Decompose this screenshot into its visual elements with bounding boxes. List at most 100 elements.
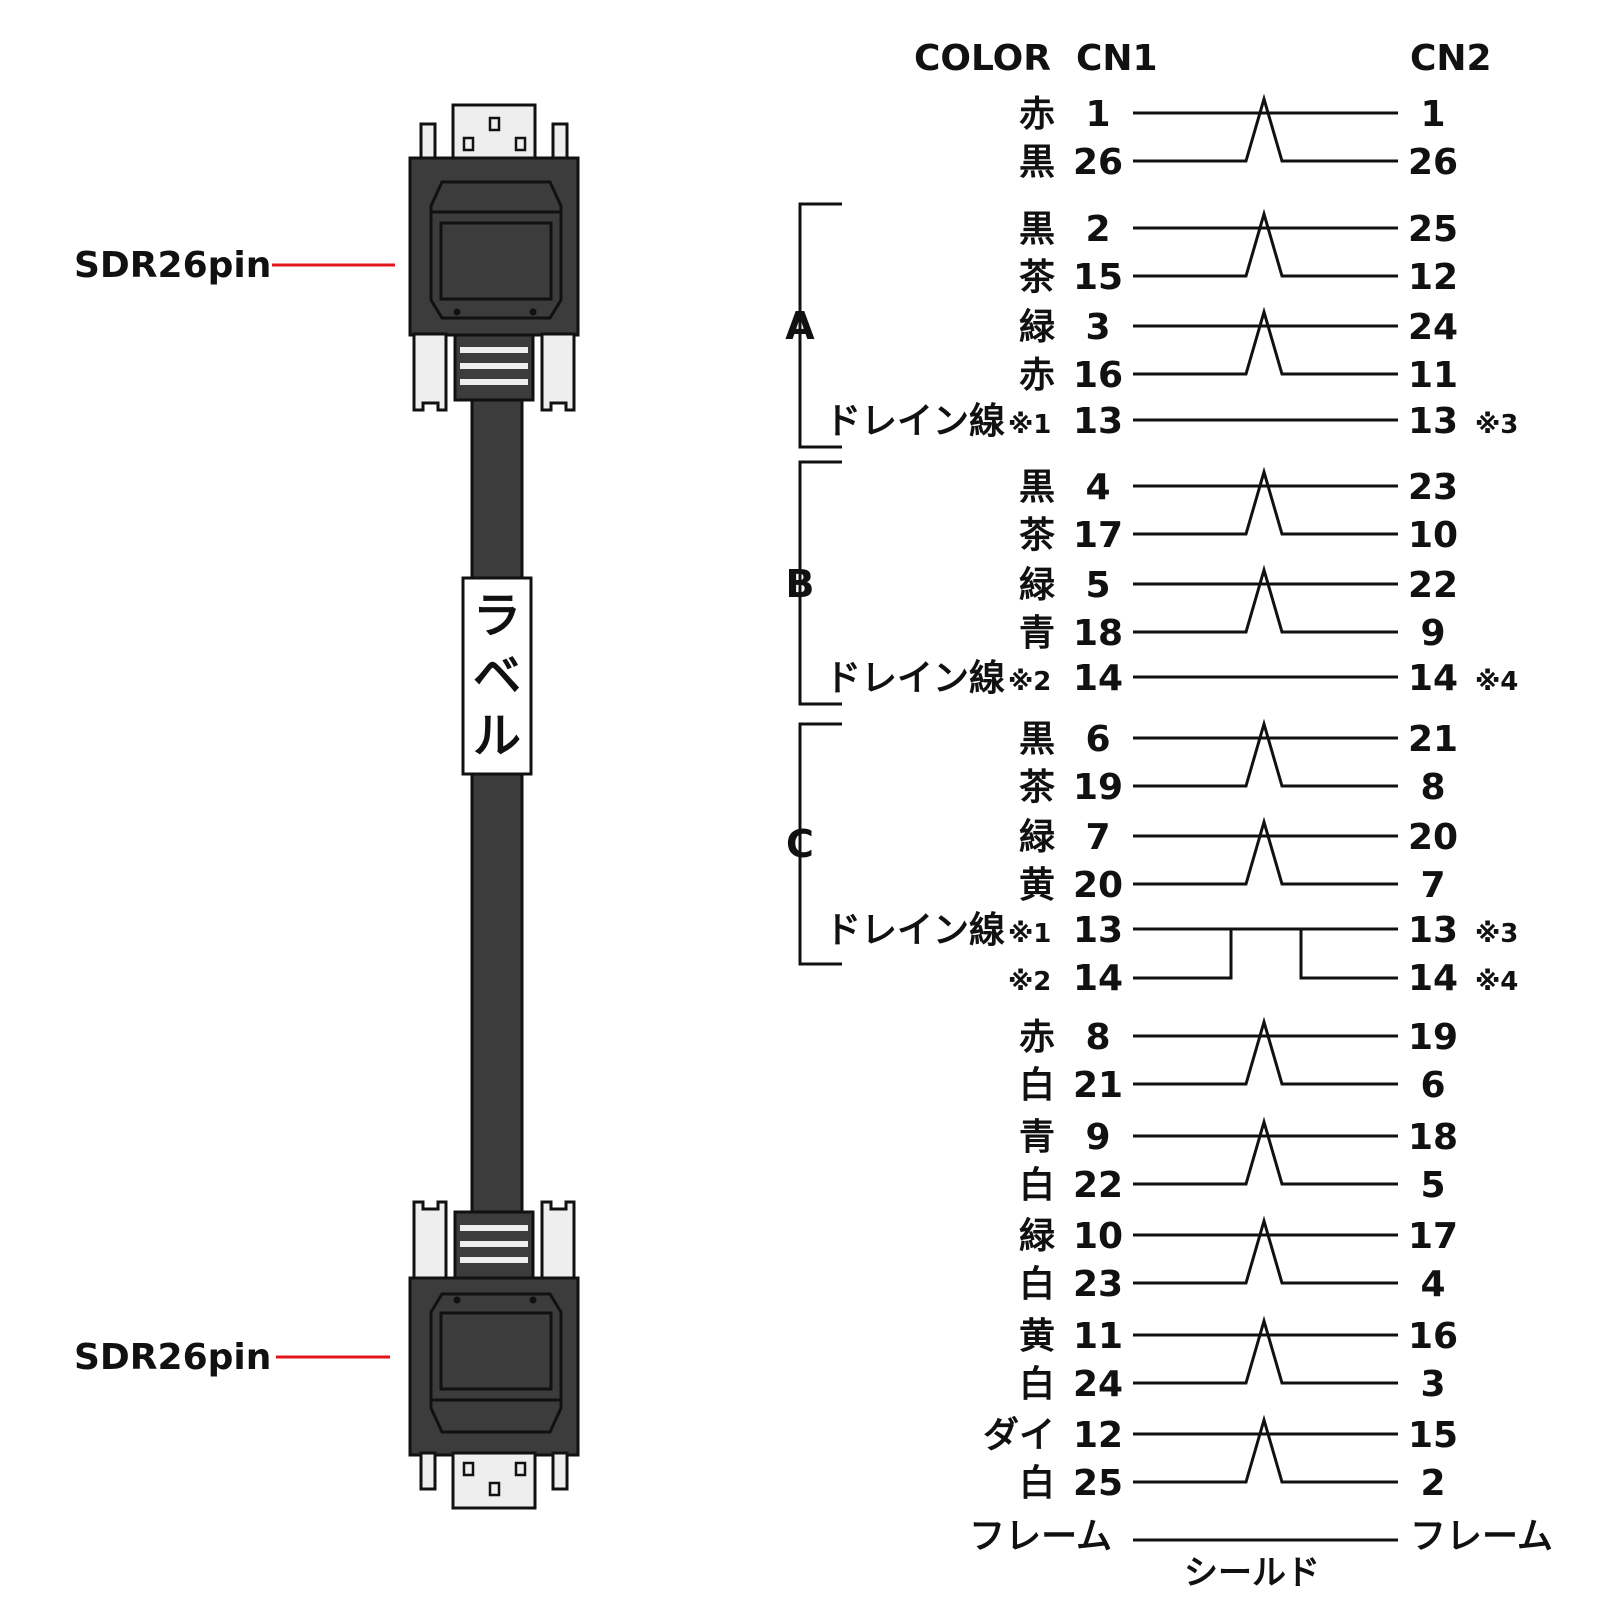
shield-label: シールド	[1184, 1553, 1320, 1593]
drain-cn2: 13	[1408, 910, 1458, 951]
cn2-pin: 21	[1408, 719, 1458, 760]
cn2-pin: 17	[1408, 1216, 1458, 1257]
wire-color: 白	[1019, 1364, 1055, 1405]
drain-note: ※4	[1475, 967, 1518, 997]
cn1-pin: 3	[1085, 307, 1110, 348]
cn1-pin: 10	[1073, 1216, 1123, 1257]
cn2-pin: 11	[1408, 355, 1458, 396]
cn1-pin: 11	[1073, 1316, 1123, 1357]
cn1-pin: 15	[1073, 257, 1123, 298]
drain-cn2: 13	[1408, 401, 1458, 442]
cn1-pin: 6	[1085, 719, 1110, 760]
wire-color: 白	[1019, 1264, 1055, 1305]
wire-color: 赤	[1019, 355, 1055, 396]
cn1-pin: 9	[1085, 1117, 1110, 1158]
twist-line	[1133, 93, 1398, 163]
group-label-b: B	[786, 562, 815, 606]
drain-note: ※4	[1475, 667, 1518, 697]
drain-cn1: 14	[1073, 658, 1123, 699]
drain-note: ※1	[1008, 919, 1051, 949]
drain-wire-crossed: ドレイン線 ※1 13 13 ※3 ※2 14 14 ※4	[825, 910, 1518, 999]
cn1-pin: 25	[1073, 1463, 1123, 1504]
cn1-pin: 8	[1085, 1017, 1110, 1058]
drain-color: ドレイン線	[825, 658, 1005, 699]
cn2-pin: 15	[1408, 1415, 1458, 1456]
twist-line	[1133, 1315, 1398, 1385]
cn2-pin: 5	[1420, 1165, 1445, 1206]
cn1-pin: 23	[1073, 1264, 1123, 1305]
wire-color: 緑	[1019, 565, 1056, 606]
cn2-pin: 10	[1408, 515, 1458, 556]
wire-color: ダイ	[983, 1415, 1055, 1456]
twist-line	[1133, 1414, 1398, 1484]
twist-line	[1133, 718, 1398, 788]
group-bracket-c	[798, 722, 842, 966]
drain-color: ドレイン線	[825, 910, 1005, 951]
header-cn1: CN1	[1076, 38, 1158, 79]
frame-cn2: フレーム	[1410, 1516, 1553, 1557]
drain-cn2: 14	[1408, 658, 1458, 699]
wire-color: 赤	[1019, 94, 1055, 135]
wire-color: 茶	[1019, 257, 1056, 298]
wire-color: 白	[1019, 1065, 1055, 1106]
cn2-pin: 26	[1408, 142, 1458, 183]
cn2-pin: 8	[1420, 767, 1445, 808]
drain-cn1: 14	[1073, 958, 1123, 999]
wire-color: 白	[1019, 1463, 1055, 1504]
group-bracket-b	[798, 460, 842, 706]
cn1-pin: 18	[1073, 613, 1123, 654]
wire-color: 緑	[1019, 817, 1056, 858]
wire-color: 黄	[1019, 1316, 1055, 1357]
cn2-pin: 19	[1408, 1017, 1458, 1058]
drain-cn1: 13	[1073, 401, 1123, 442]
cn2-pin: 25	[1408, 209, 1458, 250]
cn1-pin: 22	[1073, 1165, 1123, 1206]
twist-line	[1133, 306, 1398, 376]
cable-label-char: ラ	[473, 588, 521, 644]
cn1-pin: 26	[1073, 142, 1123, 183]
cn2-pin: 23	[1408, 467, 1458, 508]
wire-color: 黄	[1019, 865, 1055, 906]
cn2-pin: 24	[1408, 307, 1458, 348]
bottom-connector-label: SDR26pin	[74, 1337, 271, 1378]
header-color: COLOR	[914, 38, 1051, 79]
wire-color: 青	[1019, 613, 1055, 654]
drain-note: ※3	[1475, 410, 1518, 440]
cn1-pin: 5	[1085, 565, 1110, 606]
group-label-c: C	[786, 822, 814, 866]
drain-note: ※2	[1008, 967, 1051, 997]
cn2-pin: 2	[1420, 1463, 1445, 1504]
drain-cn2: 14	[1408, 958, 1458, 999]
twist-line	[1133, 1215, 1398, 1285]
cn2-pin: 20	[1408, 817, 1458, 858]
cable-label-box	[461, 576, 533, 776]
cn1-pin: 24	[1073, 1364, 1123, 1405]
drain-line	[1133, 929, 1398, 980]
cn2-pin: 12	[1408, 257, 1458, 298]
wire-color: 茶	[1019, 515, 1056, 556]
twist-line	[1133, 1016, 1398, 1086]
drain-cn1: 13	[1073, 910, 1123, 951]
top-connector	[408, 103, 580, 412]
group-label-a: A	[785, 304, 815, 348]
cable-label-char: ベ	[473, 648, 521, 704]
cn2-pin: 18	[1408, 1117, 1458, 1158]
cable-label-char: ル	[473, 708, 521, 764]
twist-line	[1133, 1116, 1398, 1186]
top-connector-label: SDR26pin	[74, 245, 271, 286]
twist-line	[1133, 208, 1398, 278]
